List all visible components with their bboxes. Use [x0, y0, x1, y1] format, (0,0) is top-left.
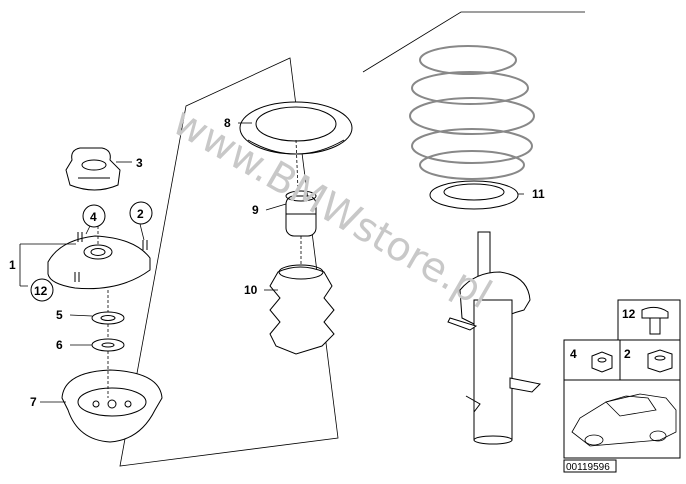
nut-2-part [647, 349, 673, 373]
strut-mount-part [47, 232, 151, 290]
callout-11: 11 [532, 187, 545, 201]
callout-10: 10 [244, 283, 258, 297]
hardware-panel [563, 299, 681, 473]
callout-9: 9 [252, 203, 259, 217]
leader-lines [19, 122, 524, 403]
bolt-12-part [641, 306, 669, 335]
callout-4: 4 [90, 210, 97, 224]
washer-part-5 [91, 311, 125, 325]
callout-7: 7 [30, 395, 37, 409]
coil-spring-part [409, 45, 535, 180]
callout-circles [30, 201, 153, 302]
washer-part-6 [91, 338, 125, 352]
hardware-label-12: 12 [622, 307, 636, 321]
rubber-mount-part [65, 147, 121, 191]
lower-spring-pad-part [429, 180, 519, 210]
diagram-code: 00119596 [566, 462, 610, 473]
callout-8: 8 [224, 116, 231, 130]
hardware-label-4: 4 [570, 347, 577, 361]
bellows-part [269, 264, 335, 355]
callout-1: 1 [9, 258, 16, 272]
hardware-label-2: 2 [624, 347, 631, 361]
car-silhouette-icon [571, 393, 677, 447]
bump-stop-part [285, 190, 317, 237]
nut-4-part [591, 351, 613, 373]
spring-seat-part [61, 369, 163, 443]
callout-5: 5 [56, 308, 63, 322]
callout-6: 6 [56, 338, 63, 352]
callout-12: 12 [34, 284, 48, 298]
callout-2: 2 [137, 207, 144, 221]
shock-absorber-part [447, 231, 542, 445]
panel-outlines [119, 11, 585, 467]
callout-3: 3 [136, 156, 143, 170]
